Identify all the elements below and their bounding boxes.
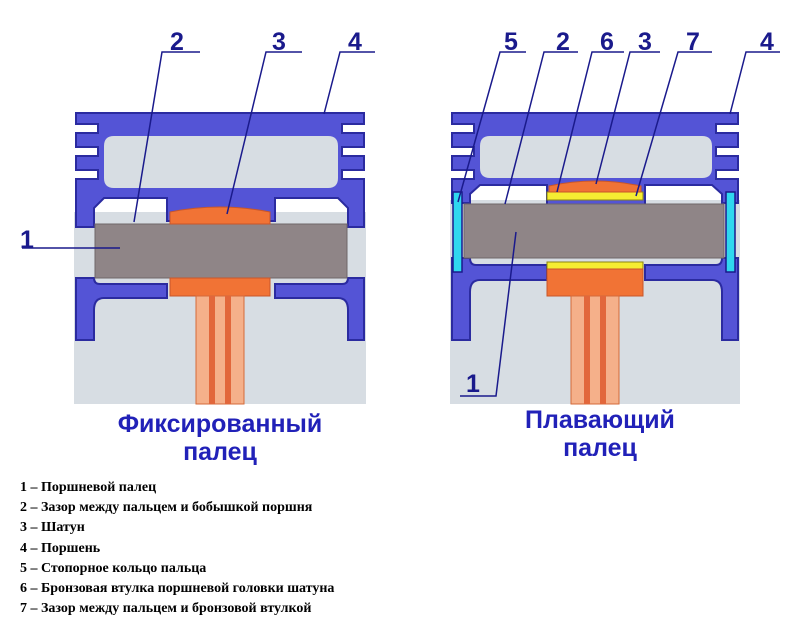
leader-lines	[22, 51, 780, 397]
left-rod-head-bottom	[169, 277, 271, 297]
callout-right-7: 7	[686, 28, 700, 56]
right-rod-shank	[570, 295, 620, 405]
leader-right-6	[556, 51, 624, 193]
right-rod-head-bottom	[546, 268, 644, 297]
left-piston-skirt-left	[75, 277, 168, 341]
bottom-bushing	[546, 261, 644, 270]
legend-item: 4 – Поршень	[20, 540, 101, 556]
fixed-pin-assembly	[74, 112, 366, 405]
legend-item: 6 – Бронзовая втулка поршневой головки ш…	[20, 581, 335, 597]
right-piston-skirt-right	[644, 257, 739, 341]
leader-left-2	[133, 51, 200, 223]
left-caption: Фиксированный палец	[90, 410, 350, 466]
callout-right-2: 2	[556, 28, 570, 56]
left-caption-line1: Фиксированный	[117, 410, 323, 438]
callout-left-1: 1	[20, 226, 34, 254]
right-piston-skirt-left	[451, 257, 548, 341]
left-piston-cavity	[104, 136, 338, 188]
right-caption: Плавающий палец	[490, 406, 710, 462]
right-rod-head-top	[548, 180, 642, 193]
callout-right-1: 1	[466, 370, 480, 398]
legend: 1 – Поршневой палец 2 – Зазор между паль…	[20, 478, 334, 619]
leader-right-7	[635, 51, 712, 197]
leader-left-3	[226, 51, 302, 215]
leader-right-2	[504, 51, 578, 205]
legend-item: 2 – Зазор между пальцем и бобышкой поршн…	[20, 500, 313, 516]
leader-right-3	[595, 51, 660, 185]
floating-pin-assembly	[450, 112, 740, 405]
leader-right-5	[457, 51, 526, 203]
callout-right-5: 5	[504, 28, 518, 56]
right-retaining-ring	[725, 191, 736, 273]
left-piston-pin	[94, 223, 348, 279]
left-rod-head-top	[169, 206, 271, 225]
leader-right-4	[729, 51, 780, 115]
left-caption-line2: палец	[183, 438, 257, 466]
right-caption-line1: Плавающий	[525, 406, 675, 434]
left-retaining-ring	[452, 191, 463, 273]
legend-item: 7 – Зазор между пальцем и бронзовой втул…	[20, 601, 312, 617]
legend-item: 3 – Шатун	[20, 520, 85, 536]
left-piston-skirt-right	[274, 277, 365, 341]
left-rod-shank	[195, 295, 245, 405]
top-bushing	[546, 191, 644, 201]
leader-right-1	[460, 231, 517, 397]
callout-left-4: 4	[348, 28, 362, 56]
right-piston-cavity	[480, 136, 712, 178]
right-piston-pin	[463, 203, 725, 259]
legend-item: 1 – Поршневой палец	[20, 480, 157, 495]
right-caption-line2: палец	[563, 434, 637, 462]
callout-right-3: 3	[638, 28, 652, 56]
callout-left-2: 2	[170, 28, 184, 56]
callout-right-4: 4	[760, 28, 774, 56]
legend-item: 5 – Стопорное кольцо пальца	[20, 560, 207, 576]
callout-right-6: 6	[600, 28, 614, 56]
leader-left-4	[323, 51, 375, 115]
callout-left-3: 3	[272, 28, 286, 56]
